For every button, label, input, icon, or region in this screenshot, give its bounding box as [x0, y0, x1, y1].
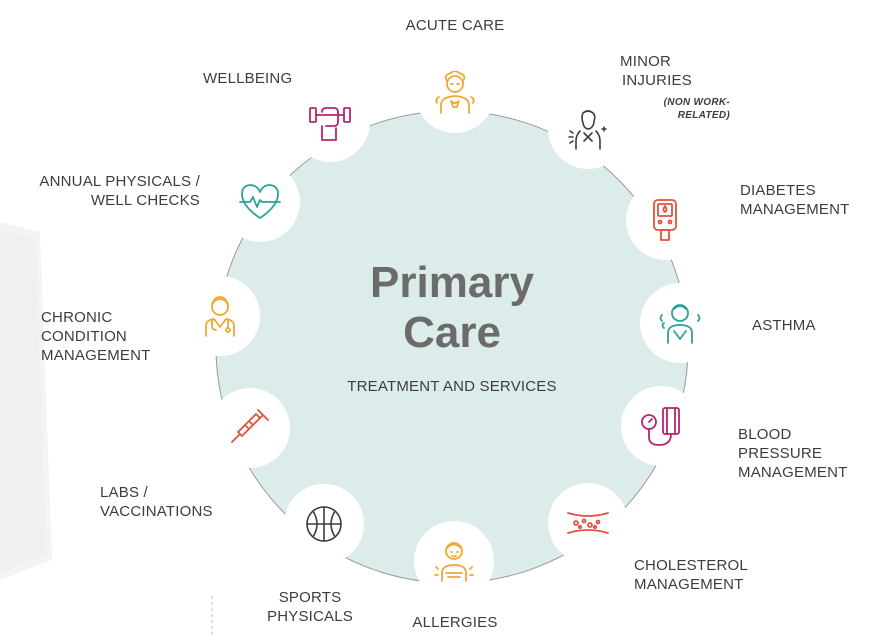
diabetes-icon-circle — [626, 180, 706, 260]
sports-label: SPORTS PHYSICALS — [250, 588, 370, 626]
acute-care-label: ACUTE CARE — [380, 16, 530, 35]
minor-injuries-label: MINOR INJURIES — [620, 52, 740, 90]
sports-label-line: PHYSICALS — [267, 608, 353, 625]
dumbbell-hand-icon — [309, 107, 351, 141]
wellbeing-icon-circle — [290, 82, 370, 162]
minor-injuries-label-line: MINOR — [620, 53, 671, 70]
center-title-line1: Primary — [370, 258, 534, 307]
minor-injuries-note-line: (NON WORK- — [663, 97, 730, 108]
asthma-label: ASTHMA — [752, 316, 852, 335]
wellbeing-label-line: WELLBEING — [203, 70, 293, 87]
labs-label: LABS / VACCINATIONS — [100, 483, 240, 521]
chronic-label-line: CONDITION — [41, 328, 127, 345]
allergies-icon-circle — [414, 521, 494, 601]
asthma-label-line: ASTHMA — [752, 317, 816, 334]
center-title-line2: Care — [403, 308, 501, 357]
minor-injuries-note-line: RELATED) — [677, 110, 730, 121]
sports-label-line: SPORTS — [278, 589, 342, 606]
cholesterol-label-line: MANAGEMENT — [634, 576, 744, 593]
center-title: Primary Care — [352, 258, 552, 358]
acute-care-icon-circle — [415, 53, 495, 133]
diabetes-label-line: MANAGEMENT — [740, 201, 850, 218]
blood-pressure-label-line: BLOOD — [738, 426, 792, 443]
sick-person-icon — [435, 71, 475, 114]
allergies-label: ALLERGIES — [400, 613, 510, 632]
diabetes-label-line: DIABETES — [740, 182, 816, 199]
blood-pressure-label-line: PRESSURE — [738, 445, 823, 462]
annual-label: ANNUAL PHYSICALS / WELL CHECKS — [2, 172, 200, 210]
minor-injuries-icon-circle — [548, 89, 628, 169]
diabetes-label: DIABETES MANAGEMENT — [740, 181, 880, 219]
blood-pressure-label: BLOOD PRESSURE MANAGEMENT — [738, 425, 878, 482]
minor-injuries-label-line: INJURIES — [622, 72, 692, 89]
basketball-icon — [306, 506, 342, 542]
allergy-person-icon — [434, 542, 474, 582]
asthma-icon-circle — [640, 283, 720, 363]
blood-pressure-cuff-icon — [641, 407, 680, 446]
chronic-label: CHRONIC CONDITION MANAGEMENT — [41, 308, 181, 365]
labs-label-line: LABS / — [100, 484, 148, 501]
cholesterol-label-line: CHOLESTEROL — [634, 557, 748, 574]
injured-shoulder-icon — [568, 110, 607, 150]
annual-label-line: WELL CHECKS — [90, 192, 200, 209]
allergies-label-line: ALLERGIES — [412, 614, 498, 631]
wellbeing-label: WELLBEING — [203, 69, 313, 88]
acute-care-label-line: ACUTE CARE — [405, 17, 505, 34]
artery-plaque-icon — [567, 512, 609, 534]
syringe-icon — [231, 409, 269, 443]
minor-injuries-note: (NON WORK- RELATED) — [600, 96, 730, 122]
sports-icon-circle — [284, 484, 364, 564]
coughing-person-icon — [659, 304, 701, 344]
labs-label-line: VACCINATIONS — [100, 503, 213, 520]
chronic-label-line: MANAGEMENT — [41, 347, 151, 364]
chronic-icon-circle — [180, 276, 260, 356]
cholesterol-icon-circle — [548, 483, 628, 563]
annual-icon-circle — [220, 162, 300, 242]
blood-pressure-label-line: MANAGEMENT — [738, 464, 848, 481]
blood-pressure-icon-circle — [621, 386, 701, 466]
doctor-icon — [205, 296, 235, 337]
cholesterol-label: CHOLESTEROL MANAGEMENT — [634, 556, 774, 594]
center-subtitle: TREATMENT AND SERVICES — [347, 378, 557, 395]
glucose-meter-icon — [653, 199, 677, 241]
chronic-label-line: CHRONIC — [41, 309, 113, 326]
heart-pulse-icon — [239, 184, 281, 219]
annual-label-line: ANNUAL PHYSICALS / — [39, 173, 200, 190]
labs-icon-circle — [210, 388, 290, 468]
